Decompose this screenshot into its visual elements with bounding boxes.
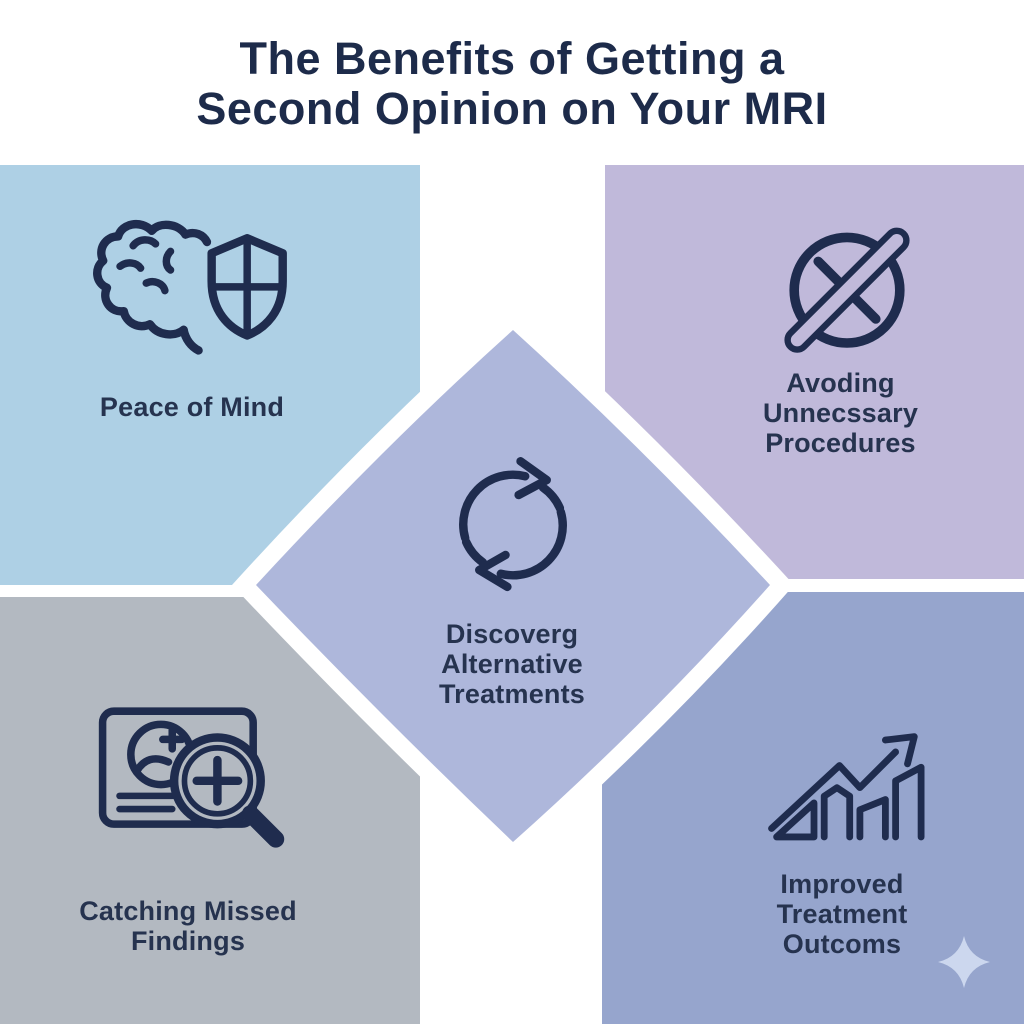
card-label-peace-of-mind: Peace of Mind (99, 392, 285, 422)
page-title: The Benefits of Getting a Second Opinion… (196, 33, 828, 135)
growth-chart-icon (763, 705, 933, 855)
sparkle-icon (938, 936, 990, 988)
card-label-avoiding-unnecessary-procedures: Avoding Unnecssary Procedures (762, 368, 919, 458)
card-catching-missed-findings: Catching Missed Findings (0, 597, 420, 1024)
brain-shield-icon (92, 210, 307, 360)
scan-magnifier-icon (92, 698, 292, 858)
card-label-catching-missed-findings: Catching Missed Findings (79, 896, 297, 956)
no-procedures-icon (767, 207, 927, 367)
card-label-improved-treatment-outcomes: Improved Treatment Outcoms (776, 869, 908, 959)
